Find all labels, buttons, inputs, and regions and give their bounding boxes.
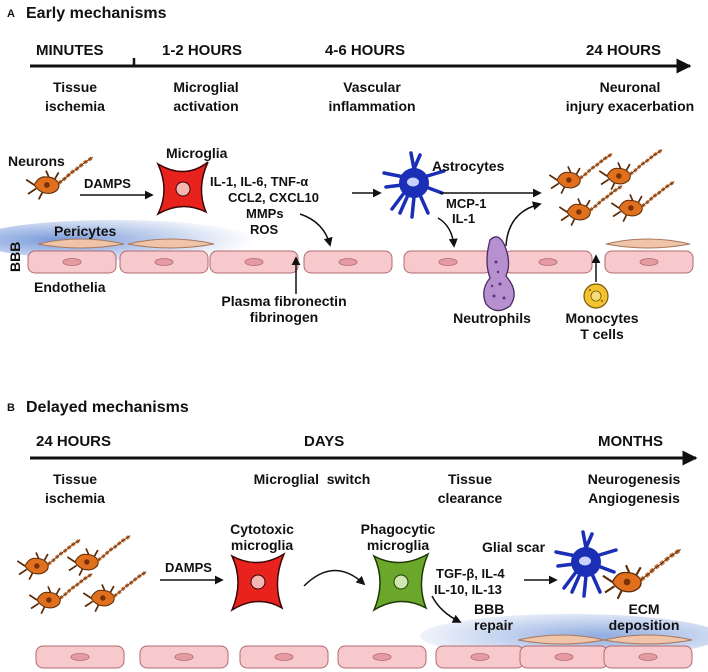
- pericytes-b: [517, 634, 693, 645]
- timeline-b-months: MONTHS: [598, 433, 663, 450]
- damps-label-b: DAMPS: [165, 560, 212, 575]
- phase-b-clearance-2: clearance: [438, 490, 503, 506]
- bbb-repair-arrow: [431, 595, 462, 623]
- ecm-label-1: ECM: [628, 601, 659, 617]
- tcells-label: T cells: [580, 326, 624, 342]
- plasma-label-2: fibrinogen: [250, 309, 318, 325]
- phase-b-clearance-1: Tissue: [448, 471, 492, 487]
- glial-scar-label: Glial scar: [482, 539, 546, 555]
- phase-b-neurogenesis: Neurogenesis: [588, 471, 681, 487]
- phase-b-tissue-2: ischemia: [45, 490, 105, 506]
- phase-b-switch: Microglial switch: [254, 471, 371, 487]
- monocytes-label: Monocytes: [565, 310, 638, 326]
- bbb-label: BBB: [7, 242, 23, 272]
- endothelia-row-a: [27, 250, 694, 274]
- microglia-label: Microglia: [166, 145, 228, 161]
- pericytes-label: Pericytes: [54, 223, 116, 239]
- neuron-cluster-b: [15, 533, 148, 616]
- monocyte-icon: [583, 283, 609, 309]
- phase-a-neuronal-1: Neuronal: [600, 79, 661, 95]
- phase-a-vascular-1: Vascular: [343, 79, 401, 95]
- neurons-label: Neurons: [8, 153, 65, 169]
- ecm-label-2: deposition: [609, 617, 680, 633]
- timeline-b-days: DAYS: [304, 433, 344, 450]
- pericytes-a: [37, 238, 691, 249]
- cytokines-a-4: ROS: [250, 222, 279, 237]
- switch-arrow: [303, 569, 366, 587]
- neutrophil-to-neurons-arrow: [505, 201, 542, 247]
- damps-label-a: DAMPS: [84, 176, 131, 191]
- panel-b-title: Delayed mechanisms: [26, 399, 189, 416]
- endothelia-label: Endothelia: [34, 279, 106, 295]
- panel-a-title: Early mechanisms: [26, 5, 167, 22]
- bbb-repair-label-1: BBB: [474, 601, 504, 617]
- cytokines-a-1: IL-1, IL-6, TNF-α: [210, 174, 308, 189]
- endothelia-row-b: [35, 645, 693, 669]
- glial-scar-astrocyte-icon: [554, 530, 618, 598]
- cytotoxic-label-1: Cytotoxic: [230, 521, 294, 537]
- phagocytic-label-1: Phagocytic: [361, 521, 436, 537]
- phase-a-vascular-2: inflammation: [328, 98, 415, 114]
- astrocytes-label: Astrocytes: [432, 158, 505, 174]
- phase-a-microglial-1: Microglial: [173, 79, 238, 95]
- microglia-red-icon: [156, 161, 209, 216]
- phase-a-microglial-2: activation: [173, 98, 238, 114]
- ros-arrow-to-bbb: [299, 213, 333, 247]
- phagocytic-label-2: microglia: [367, 537, 429, 553]
- neutrophils-label: Neutrophils: [453, 310, 531, 326]
- plasma-label-1: Plasma fibronectin: [221, 293, 346, 309]
- timeline-a-4-6-hours: 4-6 HOURS: [325, 42, 405, 59]
- neuron-cluster-a: [547, 147, 676, 228]
- phase-a-tissue-1: Tissue: [53, 79, 97, 95]
- cytotoxic-microglia-icon: [230, 552, 286, 612]
- panel-b-letter: B: [7, 402, 15, 414]
- cytokines-b-2: IL-10, IL-13: [434, 582, 502, 597]
- panel-a-letter: A: [7, 8, 15, 20]
- neutrophil-icon: [483, 236, 515, 312]
- phase-b-angiogenesis: Angiogenesis: [588, 490, 680, 506]
- bbb-repair-label-2: repair: [474, 617, 513, 633]
- timeline-a-1-2-hours: 1-2 HOURS: [162, 42, 242, 59]
- regenerating-neuron-icon: [603, 549, 681, 598]
- cytokines-a-2: CCL2, CXCL10: [228, 190, 319, 205]
- mcp-label-2: IL-1: [452, 211, 475, 226]
- phase-a-tissue-2: ischemia: [45, 98, 105, 114]
- timeline-b-24-hours: 24 HOURS: [36, 433, 111, 450]
- mcp-arrow-down: [437, 217, 458, 248]
- phase-b-tissue-1: Tissue: [53, 471, 97, 487]
- cytotoxic-label-2: microglia: [231, 537, 293, 553]
- phagocytic-microglia-icon: [372, 552, 430, 612]
- timeline-a-minutes: MINUTES: [36, 42, 104, 59]
- cytokines-a-3: MMPs: [246, 206, 284, 221]
- mcp-label-1: MCP-1: [446, 196, 486, 211]
- bbb-glow-a: [0, 220, 255, 260]
- phase-a-neuronal-2: injury exacerbation: [566, 98, 694, 114]
- cytokines-b-1: TGF-β, IL-4: [436, 566, 505, 581]
- timeline-a-24-hours: 24 HOURS: [586, 42, 661, 59]
